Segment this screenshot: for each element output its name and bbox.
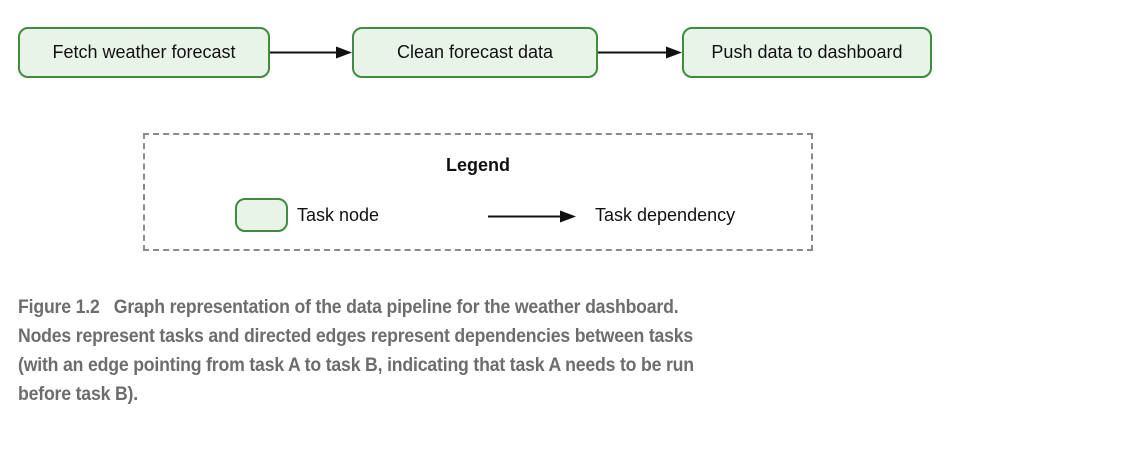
legend-title: Legend (445, 155, 510, 175)
dependency-arrow-icon (488, 209, 576, 229)
legend-label-task-dependency: Task dependency (595, 205, 736, 225)
caption-line: (with an edge pointing from task A to ta… (18, 355, 694, 376)
caption-line: Figure 1.2 Graph representation of the d… (18, 297, 679, 318)
dependency-arrow-icon (598, 45, 682, 65)
legend-label-task-node: Task node (297, 205, 380, 225)
task-node-clean-forecast-data: Clean forecast data (352, 27, 598, 78)
dependency-arrow-icon (270, 45, 352, 65)
task-node-swatch-icon (235, 198, 288, 232)
task-node-push-data-to-dashboard: Push data to dashboard (682, 27, 932, 78)
legend-box: Legend Task node Task dependency (143, 133, 813, 251)
caption-line: before task B). (18, 384, 138, 405)
task-node-fetch-weather-forecast: Fetch weather forecast (18, 27, 270, 78)
caption-line: Nodes represent tasks and directed edges… (18, 326, 694, 347)
figure-caption: Figure 1.2 Graph representation of the d… (18, 293, 694, 409)
